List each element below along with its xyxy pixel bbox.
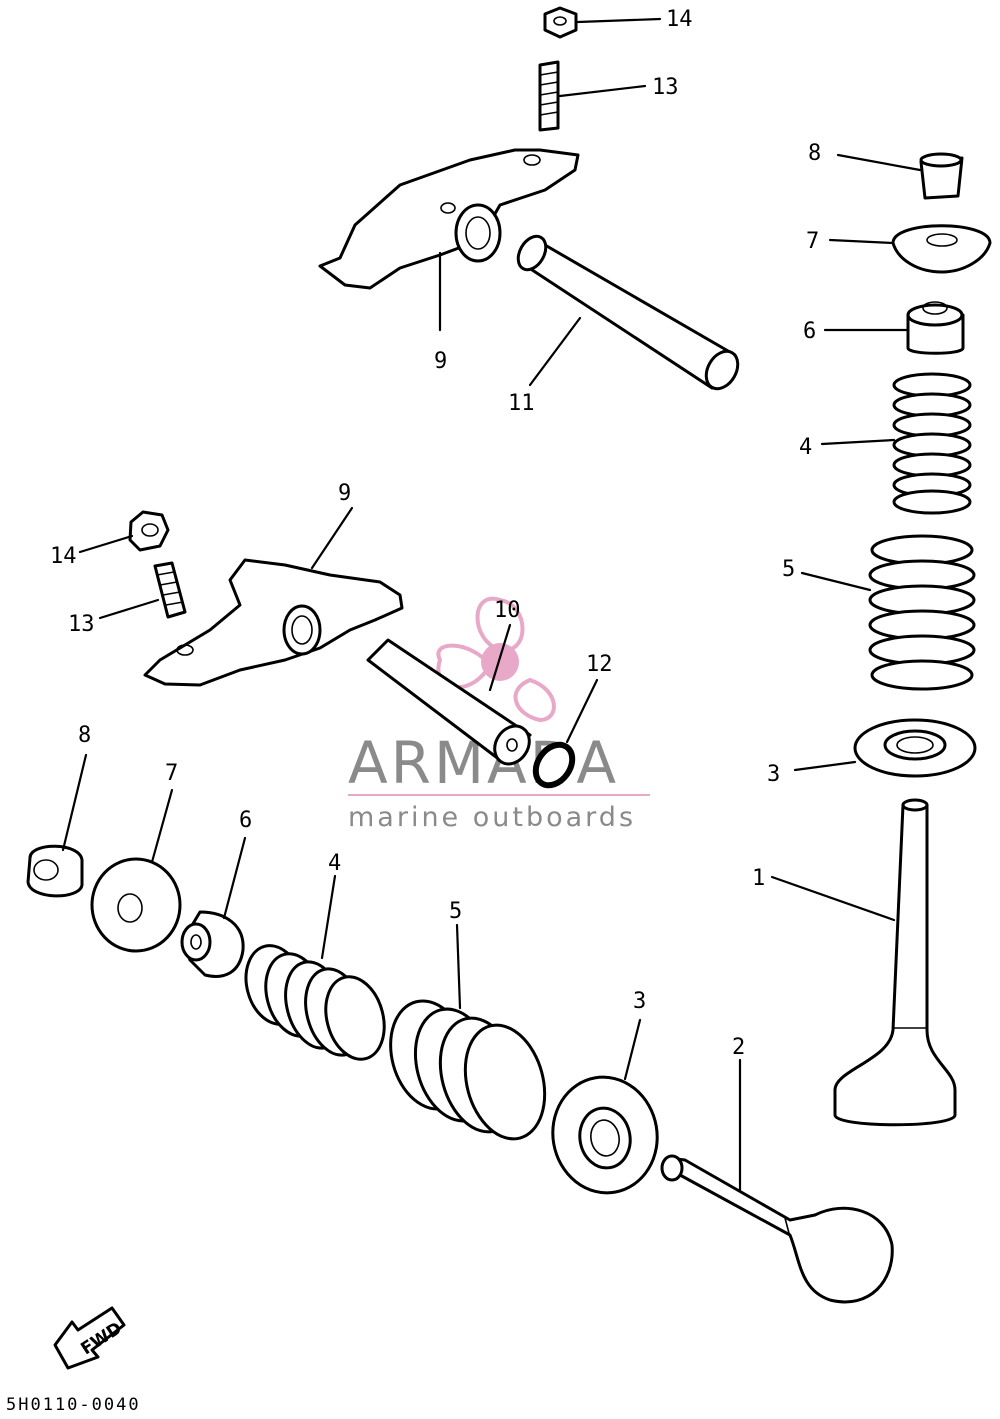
outer-spring-5-left <box>389 999 547 1141</box>
callout-12: 12 <box>586 652 613 677</box>
spring-seat-3-right <box>853 718 977 778</box>
callout-6-right: 6 <box>803 319 816 344</box>
propeller-hub-icon <box>481 643 519 681</box>
callout-14-lower: 14 <box>50 544 77 569</box>
callout-8-left: 8 <box>78 723 91 748</box>
callout-7-left: 7 <box>165 761 178 786</box>
callout-3-right: 3 <box>767 762 780 787</box>
o-ring-12 <box>532 741 576 789</box>
callout-14-upper: 14 <box>666 7 693 32</box>
callout-4-left: 4 <box>328 851 341 876</box>
diagram-code: 5H0110-0040 <box>6 1395 141 1415</box>
stem-seal-6-right <box>906 301 965 355</box>
spring-retainer-7-right <box>891 224 992 274</box>
callout-13-lower: 13 <box>68 612 95 637</box>
callout-9-lower: 9 <box>338 481 351 506</box>
callout-7-right: 7 <box>806 229 819 254</box>
inner-spring-4-left <box>244 944 386 1061</box>
callout-4-right: 4 <box>799 435 812 460</box>
callout-labels: 14 13 9 11 8 7 6 4 5 3 1 9 14 13 10 12 8… <box>50 7 821 1060</box>
rocker-arm-9-lower <box>143 558 404 687</box>
valve-cotter-8-right <box>919 152 964 200</box>
rocker-shaft-10 <box>366 638 532 766</box>
callout-5-right: 5 <box>782 557 795 582</box>
nut-14-upper <box>543 6 578 39</box>
valve-cotter-8-left <box>26 844 84 898</box>
adjuster-screw-13-upper <box>538 60 560 132</box>
fwd-arrow-icon: FWD <box>53 1306 126 1370</box>
callout-2: 2 <box>732 1035 745 1060</box>
outer-spring-5-right <box>868 534 976 691</box>
spring-retainer-7-left <box>90 857 182 953</box>
callout-3-left: 3 <box>633 989 646 1014</box>
callout-5-left: 5 <box>449 899 462 924</box>
rocker-shaft-11 <box>516 234 740 391</box>
callout-9-upper: 9 <box>434 349 447 374</box>
callout-11: 11 <box>508 391 535 416</box>
callout-13-upper: 13 <box>652 75 679 100</box>
callout-6-left: 6 <box>239 808 252 833</box>
nut-14-lower <box>128 510 170 552</box>
watermark-subtitle: marine outboards <box>348 802 636 833</box>
inner-spring-4-right <box>892 372 972 515</box>
valve-1 <box>833 798 957 1127</box>
spring-seat-3-left <box>551 1075 659 1195</box>
callout-8-right: 8 <box>808 141 821 166</box>
adjuster-screw-13-lower <box>153 561 187 619</box>
callout-1: 1 <box>752 866 765 891</box>
callout-10: 10 <box>494 598 521 623</box>
leader-lines <box>61 17 922 1192</box>
valve-2 <box>660 1154 894 1304</box>
stem-seal-6-left <box>180 910 245 978</box>
rocker-arm-9-upper <box>318 148 580 290</box>
